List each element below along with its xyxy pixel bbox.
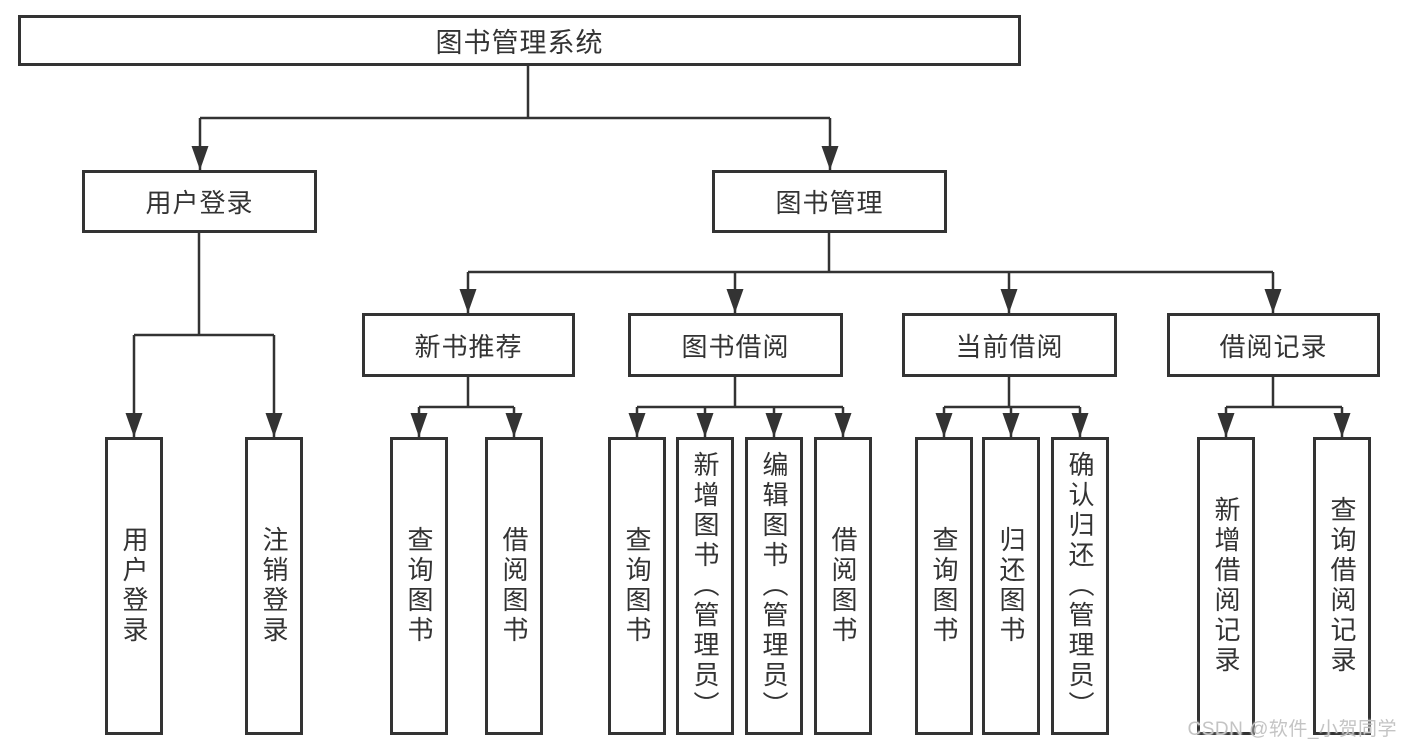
leaf-label: 查询图书 (622, 526, 652, 646)
node-book-borrowing: 图书借阅 (628, 313, 843, 377)
node-new-book-recommendation: 新书推荐 (362, 313, 575, 377)
node-label: 用户登录 (145, 188, 254, 218)
node-label: 当前借阅 (955, 331, 1064, 362)
leaf-label: 新增借阅记录 (1211, 496, 1241, 676)
leaf-logout: 注销登录 (245, 437, 303, 735)
node-current-borrowing: 当前借阅 (902, 313, 1117, 377)
connector-segments (134, 66, 1342, 409)
leaf-borrow-books-recommend: 借阅图书 (485, 437, 543, 735)
leaf-label: 借阅图书 (499, 526, 529, 646)
leaf-label: 编辑图书（管理员） (759, 451, 789, 721)
node-borrowing-records: 借阅记录 (1167, 313, 1380, 377)
node-user-login: 用户登录 (82, 170, 317, 233)
leaf-add-books-admin: 新增图书（管理员） (676, 437, 734, 735)
leaf-label: 归还图书 (996, 526, 1026, 646)
node-label: 图书借阅 (681, 331, 790, 362)
node-label: 新书推荐 (414, 331, 523, 362)
leaf-query-borrowing-record: 查询借阅记录 (1313, 437, 1371, 735)
connector-arrows (125, 118, 1351, 437)
node-label: 图书管理 (775, 188, 884, 218)
leaf-query-books-current: 查询图书 (915, 437, 973, 735)
node-book-management: 图书管理 (712, 170, 947, 233)
leaf-query-books-recommend: 查询图书 (390, 437, 448, 735)
leaf-label: 查询借阅记录 (1327, 496, 1357, 676)
leaf-edit-books-admin: 编辑图书（管理员） (745, 437, 803, 735)
node-label: 借阅记录 (1219, 331, 1328, 362)
leaf-confirm-return-admin: 确认归还（管理员） (1051, 437, 1109, 735)
leaf-query-books-borrowing: 查询图书 (608, 437, 666, 735)
leaf-borrow-books-borrowing: 借阅图书 (814, 437, 872, 735)
leaf-label: 用户登录 (119, 526, 149, 646)
leaf-label: 查询图书 (929, 526, 959, 646)
leaf-label: 查询图书 (404, 526, 434, 646)
leaf-label: 确认归还（管理员） (1065, 451, 1095, 721)
leaf-add-borrowing-record: 新增借阅记录 (1197, 437, 1255, 735)
leaf-label: 借阅图书 (828, 526, 858, 646)
csdn-watermark: CSDN @软件_小贺同学 (1187, 719, 1397, 740)
node-label: 图书管理系统 (435, 28, 604, 58)
leaf-label: 新增图书（管理员） (690, 451, 720, 721)
node-library-management-system: 图书管理系统 (18, 15, 1021, 66)
leaf-user-login: 用户登录 (105, 437, 163, 735)
leaf-return-books: 归还图书 (982, 437, 1040, 735)
leaf-label: 注销登录 (259, 526, 289, 646)
